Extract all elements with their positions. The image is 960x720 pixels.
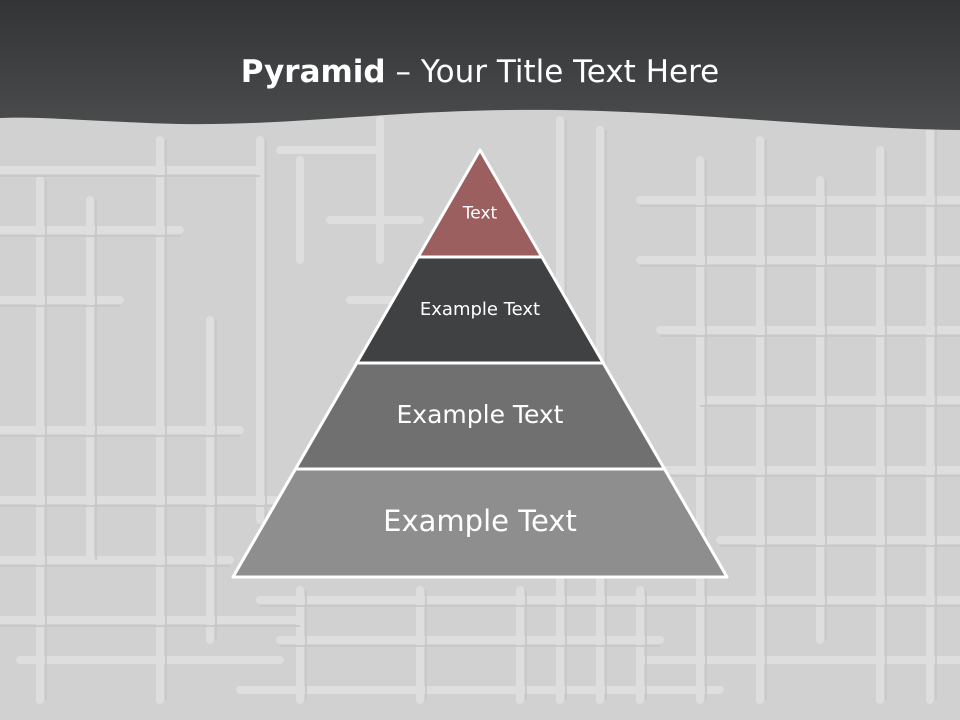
slide-title: Pyramid – Your Title Text Here [0,52,960,92]
pyramid-tier-2-label: Example Text [420,299,540,320]
title-rest-part: – Your Title Text Here [385,54,720,90]
pyramid-tier-4-label: Example Text [383,504,577,538]
pyramid-tier-1-label: Text [462,204,498,224]
pyramid-tier-3-label: Example Text [397,400,564,429]
pyramid-tier-4 [231,467,729,579]
title-bold-part: Pyramid [240,54,386,90]
pipe-pattern [0,116,960,704]
header-band [0,0,960,130]
